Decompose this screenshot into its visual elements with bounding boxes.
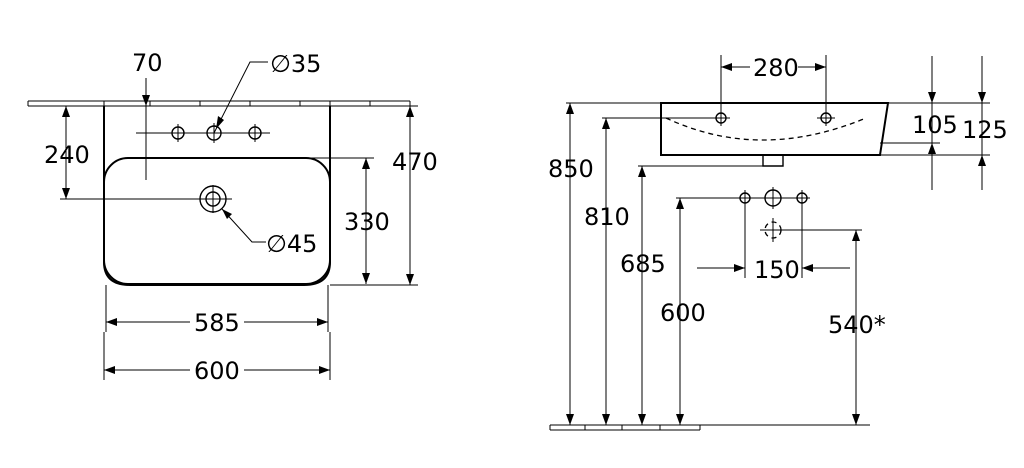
dim-330: 330	[304, 157, 390, 284]
dim-125: 125	[880, 56, 1008, 190]
dim-600-height: 600	[660, 197, 810, 425]
drain-outlet	[762, 155, 784, 167]
dim-dia45: ∅45	[221, 208, 317, 258]
side-tap-holes	[712, 112, 835, 124]
svg-text:330: 330	[344, 208, 390, 236]
dim-810: 810	[584, 117, 712, 425]
wall-line	[27, 100, 411, 107]
side-view: 280 105 125	[548, 54, 1008, 431]
svg-text:∅35: ∅35	[270, 50, 321, 78]
svg-text:585: 585	[194, 309, 240, 337]
drain	[60, 185, 232, 213]
dim-585: 585	[105, 285, 329, 337]
dim-70: 70	[132, 49, 163, 180]
svg-text:70: 70	[132, 49, 163, 77]
svg-text:150: 150	[754, 256, 800, 284]
dim-470: 470	[330, 105, 438, 286]
svg-text:125: 125	[962, 116, 1008, 144]
dim-280: 280	[720, 54, 827, 126]
dim-685: 685	[620, 165, 763, 425]
dim-240: 240	[44, 106, 90, 199]
svg-text:105: 105	[912, 111, 958, 139]
floor-line	[549, 424, 870, 431]
dim-540: 540*	[828, 230, 886, 425]
dim-dia35: ∅35	[213, 50, 321, 134]
overflow-curve	[665, 117, 867, 141]
svg-text:∅45: ∅45	[266, 230, 317, 258]
tap-holes	[136, 123, 270, 143]
svg-text:540*: 540*	[828, 311, 886, 339]
svg-text:685: 685	[620, 250, 666, 278]
dim-850: 850	[548, 102, 661, 425]
supply-connections	[739, 187, 862, 242]
top-view: 70 ∅35 240 470	[27, 49, 438, 385]
dim-105: 105	[880, 56, 990, 190]
dim-600-width: 600	[103, 332, 331, 385]
svg-text:600: 600	[194, 357, 240, 385]
svg-text:280: 280	[753, 54, 799, 82]
basin-bowl	[103, 157, 331, 285]
svg-text:470: 470	[392, 148, 438, 176]
svg-text:240: 240	[44, 141, 90, 169]
svg-text:600: 600	[660, 299, 706, 327]
dim-150: 150	[697, 204, 850, 284]
svg-text:810: 810	[584, 203, 630, 231]
svg-text:850: 850	[548, 155, 594, 183]
